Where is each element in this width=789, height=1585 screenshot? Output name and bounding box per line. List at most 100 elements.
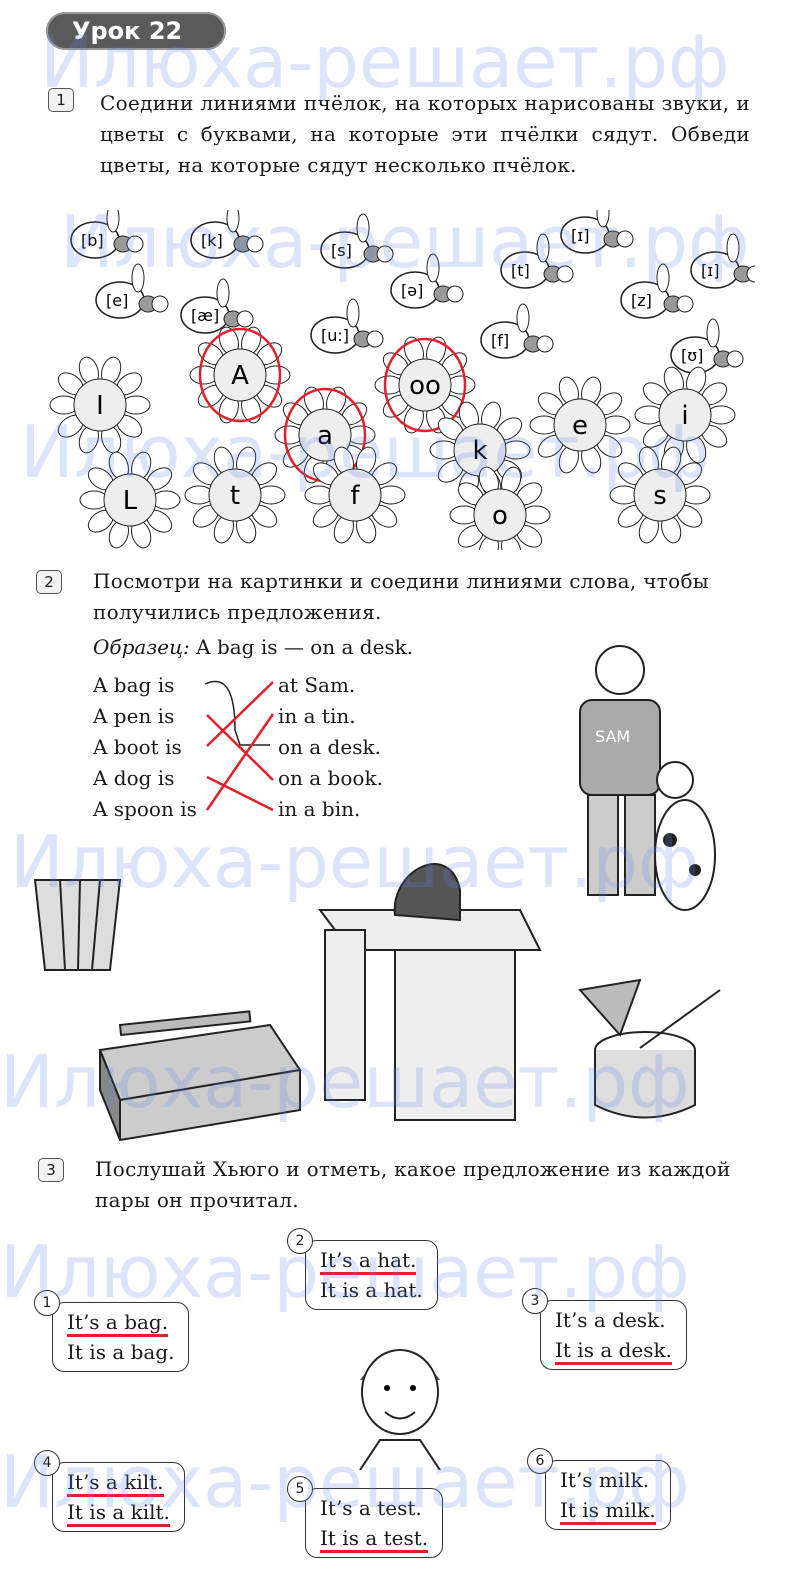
bee-sound: [e]: [106, 291, 128, 310]
sentence-endings: at Sam. in a tin. on a desk. on a book. in a…: [278, 670, 383, 825]
option-a[interactable]: It’s a desk.: [555, 1308, 666, 1332]
bee-sound: [s]: [331, 241, 352, 260]
option-b[interactable]: It is a desk.: [555, 1335, 672, 1365]
exercise-2-instructions: Посмотри на картинки и соедини линиями с…: [93, 569, 710, 624]
option-a[interactable]: It’s milk.: [560, 1468, 650, 1492]
book: [98, 1010, 302, 1142]
flower[interactable]: o: [449, 465, 551, 550]
flower[interactable]: I: [49, 355, 151, 456]
speech-bubble: It’s a hat. It is a hat.: [305, 1240, 438, 1310]
flower-letter: e: [572, 411, 588, 441]
flower-letter: o: [492, 501, 508, 531]
bubble-number: 6: [527, 1448, 553, 1474]
sentence-ending[interactable]: in a tin.: [278, 704, 356, 728]
bee-sound: [u:]: [321, 326, 349, 345]
bee[interactable]: [ʊ]: [670, 318, 744, 374]
bee[interactable]: [ɪ]: [690, 233, 755, 289]
bee-sound: [z]: [631, 291, 652, 310]
flower-letter: A: [231, 361, 249, 391]
option-b[interactable]: It is a test.: [320, 1523, 429, 1553]
exercise-number: 1: [48, 88, 74, 112]
bees-and-flowers-illustration: [b] [k] [s] [ɪ] [e] [æ] [ə] [t] [u:] [f] [z] [ɪ] [ʊ]…: [49, 210, 755, 550]
tin: [578, 978, 721, 1119]
option-a[interactable]: It’s a kilt.: [67, 1467, 170, 1497]
option-b[interactable]: It is a kilt.: [67, 1497, 170, 1527]
bubble-number: 1: [34, 1290, 60, 1316]
flower[interactable]: f: [304, 445, 406, 546]
bubble-number: 5: [287, 1476, 313, 1502]
sentence-ending[interactable]: at Sam.: [278, 673, 356, 697]
bee[interactable]: [ə]: [390, 253, 464, 309]
bee[interactable]: [e]: [95, 263, 169, 319]
sentence-start[interactable]: A spoon is: [93, 797, 197, 821]
speech-bubble: It’s a test. It is a test.: [305, 1488, 444, 1558]
bee-sound: [ɪ]: [571, 226, 589, 245]
option-b[interactable]: It is a bag.: [67, 1340, 175, 1364]
flower[interactable]: A: [189, 325, 291, 426]
bee[interactable]: [æ]: [180, 278, 254, 334]
option-a[interactable]: It’s a hat.: [320, 1245, 423, 1275]
option-b[interactable]: It is milk.: [560, 1495, 656, 1525]
sample-sentence: Образец: A bag is — on a desk.: [93, 632, 413, 663]
speech-bubble: It’s a kilt.It is a kilt.: [52, 1462, 185, 1532]
bee[interactable]: [s]: [320, 213, 394, 269]
flower[interactable]: e: [529, 375, 631, 476]
bee[interactable]: [f]: [480, 303, 554, 359]
sentence-start[interactable]: A boot is: [93, 735, 182, 759]
bee[interactable]: [t]: [500, 233, 574, 289]
desk: [318, 863, 542, 1121]
sentence-ending[interactable]: on a desk.: [278, 735, 381, 759]
shirt-text: SAM: [595, 727, 630, 746]
flower-letter: t: [230, 481, 240, 511]
bee[interactable]: [u:]: [310, 298, 384, 354]
answer-circle: [383, 337, 467, 433]
bubble-number: 2: [287, 1228, 313, 1254]
objects-illustration: SAM: [33, 645, 721, 1142]
flower-letter: I: [96, 391, 104, 421]
bin: [33, 879, 122, 971]
exercise-3-instructions: Послушай Хьюго и отметь, какое предложен…: [95, 1157, 731, 1212]
bee-sound: [b]: [81, 231, 104, 250]
bee-sound: [ɪ]: [701, 261, 719, 280]
sentence-start[interactable]: A pen is: [93, 704, 175, 728]
sentence-start[interactable]: A dog is: [93, 766, 175, 790]
bee-sound: [æ]: [191, 306, 219, 325]
flower[interactable]: L: [79, 450, 181, 550]
flower[interactable]: oo: [374, 335, 476, 436]
flower-letter: oo: [409, 371, 441, 401]
bee-sound: [k]: [201, 231, 223, 250]
option-a[interactable]: It’s a bag.: [67, 1307, 174, 1337]
speech-bubble: It’s a desk. It is a desk.: [540, 1300, 687, 1370]
option-b[interactable]: It is a hat.: [320, 1278, 423, 1302]
bubble-number: 4: [34, 1450, 60, 1476]
lesson-badge: Урок 22: [46, 12, 226, 50]
bee-sound: [f]: [491, 331, 509, 350]
sentence-starts: A bag is A pen is A boot is A dog is A spoon…: [93, 670, 197, 825]
speech-bubble: It’s a bag. It is a bag.: [52, 1302, 190, 1372]
speech-bubble: It’s milk. It is milk.: [545, 1460, 671, 1530]
dog: [654, 761, 716, 911]
sample-text: A bag is — on a desk.: [196, 635, 414, 659]
sam-figure: SAM: [579, 645, 661, 896]
flower[interactable]: t: [184, 445, 286, 546]
flower-letter: i: [681, 401, 688, 431]
flower-letter: f: [350, 481, 360, 511]
bee[interactable]: [ɪ]: [560, 210, 634, 254]
exercise-number: 3: [38, 1158, 64, 1182]
exercise-number: 2: [36, 570, 62, 594]
sentence-ending[interactable]: on a book.: [278, 766, 383, 790]
exercise-1-instructions: Соедини линиями пчёлок, на которых нарис…: [100, 91, 750, 177]
bee-sound: [ə]: [401, 281, 423, 300]
bee[interactable]: [z]: [620, 263, 694, 319]
bee[interactable]: [b]: [70, 210, 144, 259]
bee-sound: [t]: [511, 261, 530, 280]
flower[interactable]: s: [609, 445, 711, 546]
bee[interactable]: [k]: [190, 210, 264, 259]
flower-letter: a: [317, 421, 333, 451]
option-a[interactable]: It’s a test.: [320, 1496, 422, 1520]
sentence-ending[interactable]: in a bin.: [278, 797, 361, 821]
hugo-boy: [359, 1349, 441, 1470]
sentence-start[interactable]: A bag is: [93, 673, 175, 697]
answer-circle: [198, 327, 282, 423]
